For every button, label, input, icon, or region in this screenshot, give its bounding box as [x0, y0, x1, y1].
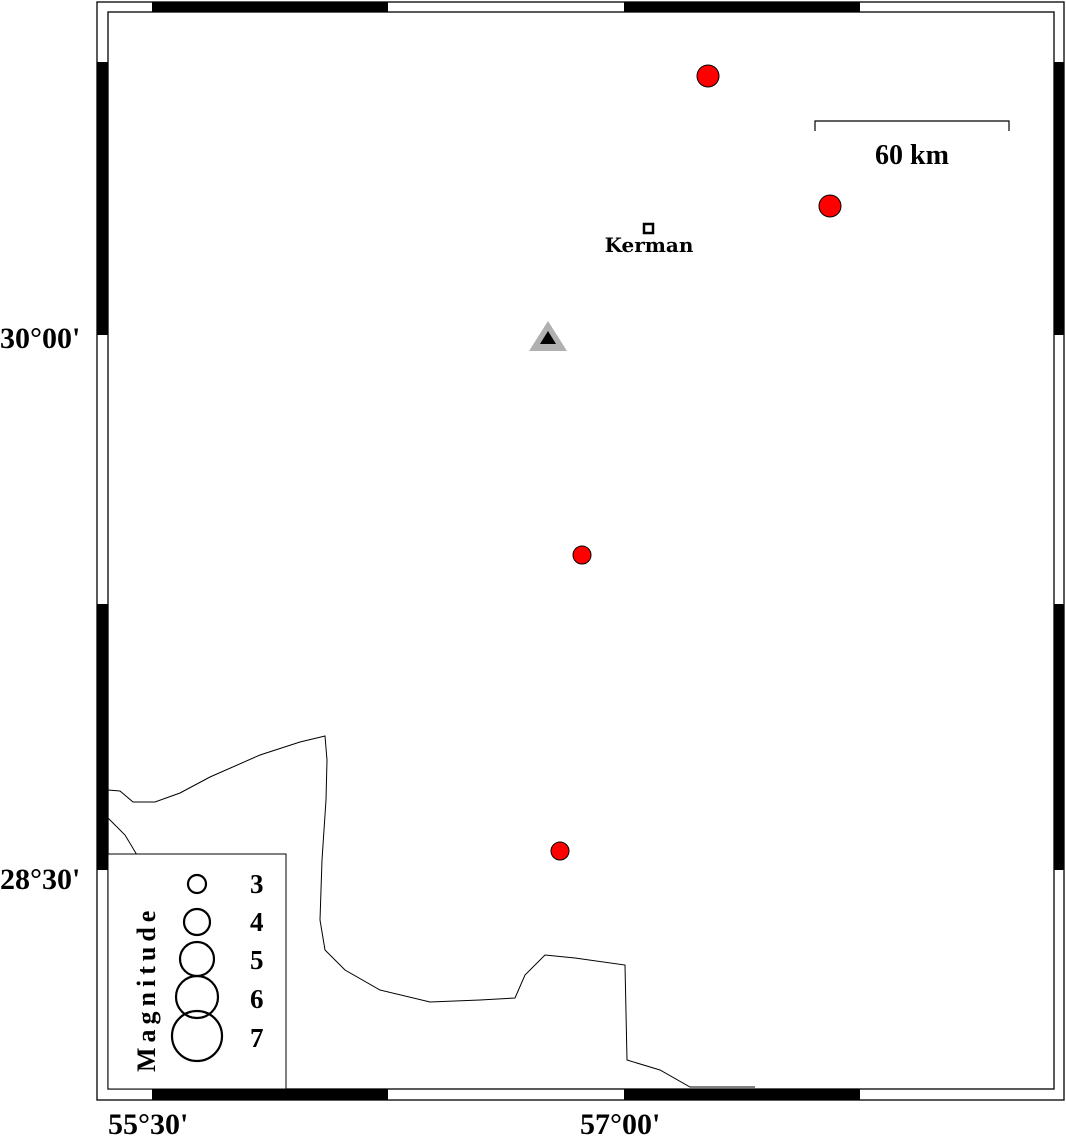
legend-label: 5 — [250, 945, 264, 975]
earthquake-events — [550, 64, 842, 861]
legend-label: 4 — [250, 907, 264, 937]
legend-circle-7 — [170, 1009, 224, 1063]
boundary-line — [107, 817, 138, 856]
scale-bar — [814, 120, 1010, 131]
legend-label: 3 — [250, 869, 264, 899]
lon-label: 57°00' — [580, 1108, 660, 1139]
earthquake-event — [818, 194, 842, 218]
station-triangle-inner-icon — [540, 331, 556, 344]
city-marker-icon — [642, 222, 655, 235]
earthquake-event — [572, 545, 592, 565]
scale-bar-label: 60 km — [875, 140, 949, 171]
lat-label: 30°00' — [0, 322, 80, 355]
map-frame — [96, 1, 1065, 1101]
legend-title: Magnitude — [132, 906, 161, 1072]
earthquake-event — [550, 841, 570, 861]
lon-label: 55°30' — [108, 1108, 188, 1139]
legend: Magnitude 3 4 5 6 7 — [107, 853, 287, 1090]
legend-circle-3 — [186, 873, 208, 895]
legend-label: 7 — [250, 1023, 264, 1053]
earthquake-event — [696, 64, 720, 88]
legend-label: 6 — [250, 984, 264, 1014]
legend-circle-4 — [182, 907, 212, 937]
frame-ticks — [97, 2, 1064, 1100]
city-label: Kerman — [605, 233, 694, 257]
legend-circle-6 — [174, 974, 220, 1020]
lat-label: 28°30' — [0, 863, 80, 896]
boundary-line — [107, 735, 755, 1088]
